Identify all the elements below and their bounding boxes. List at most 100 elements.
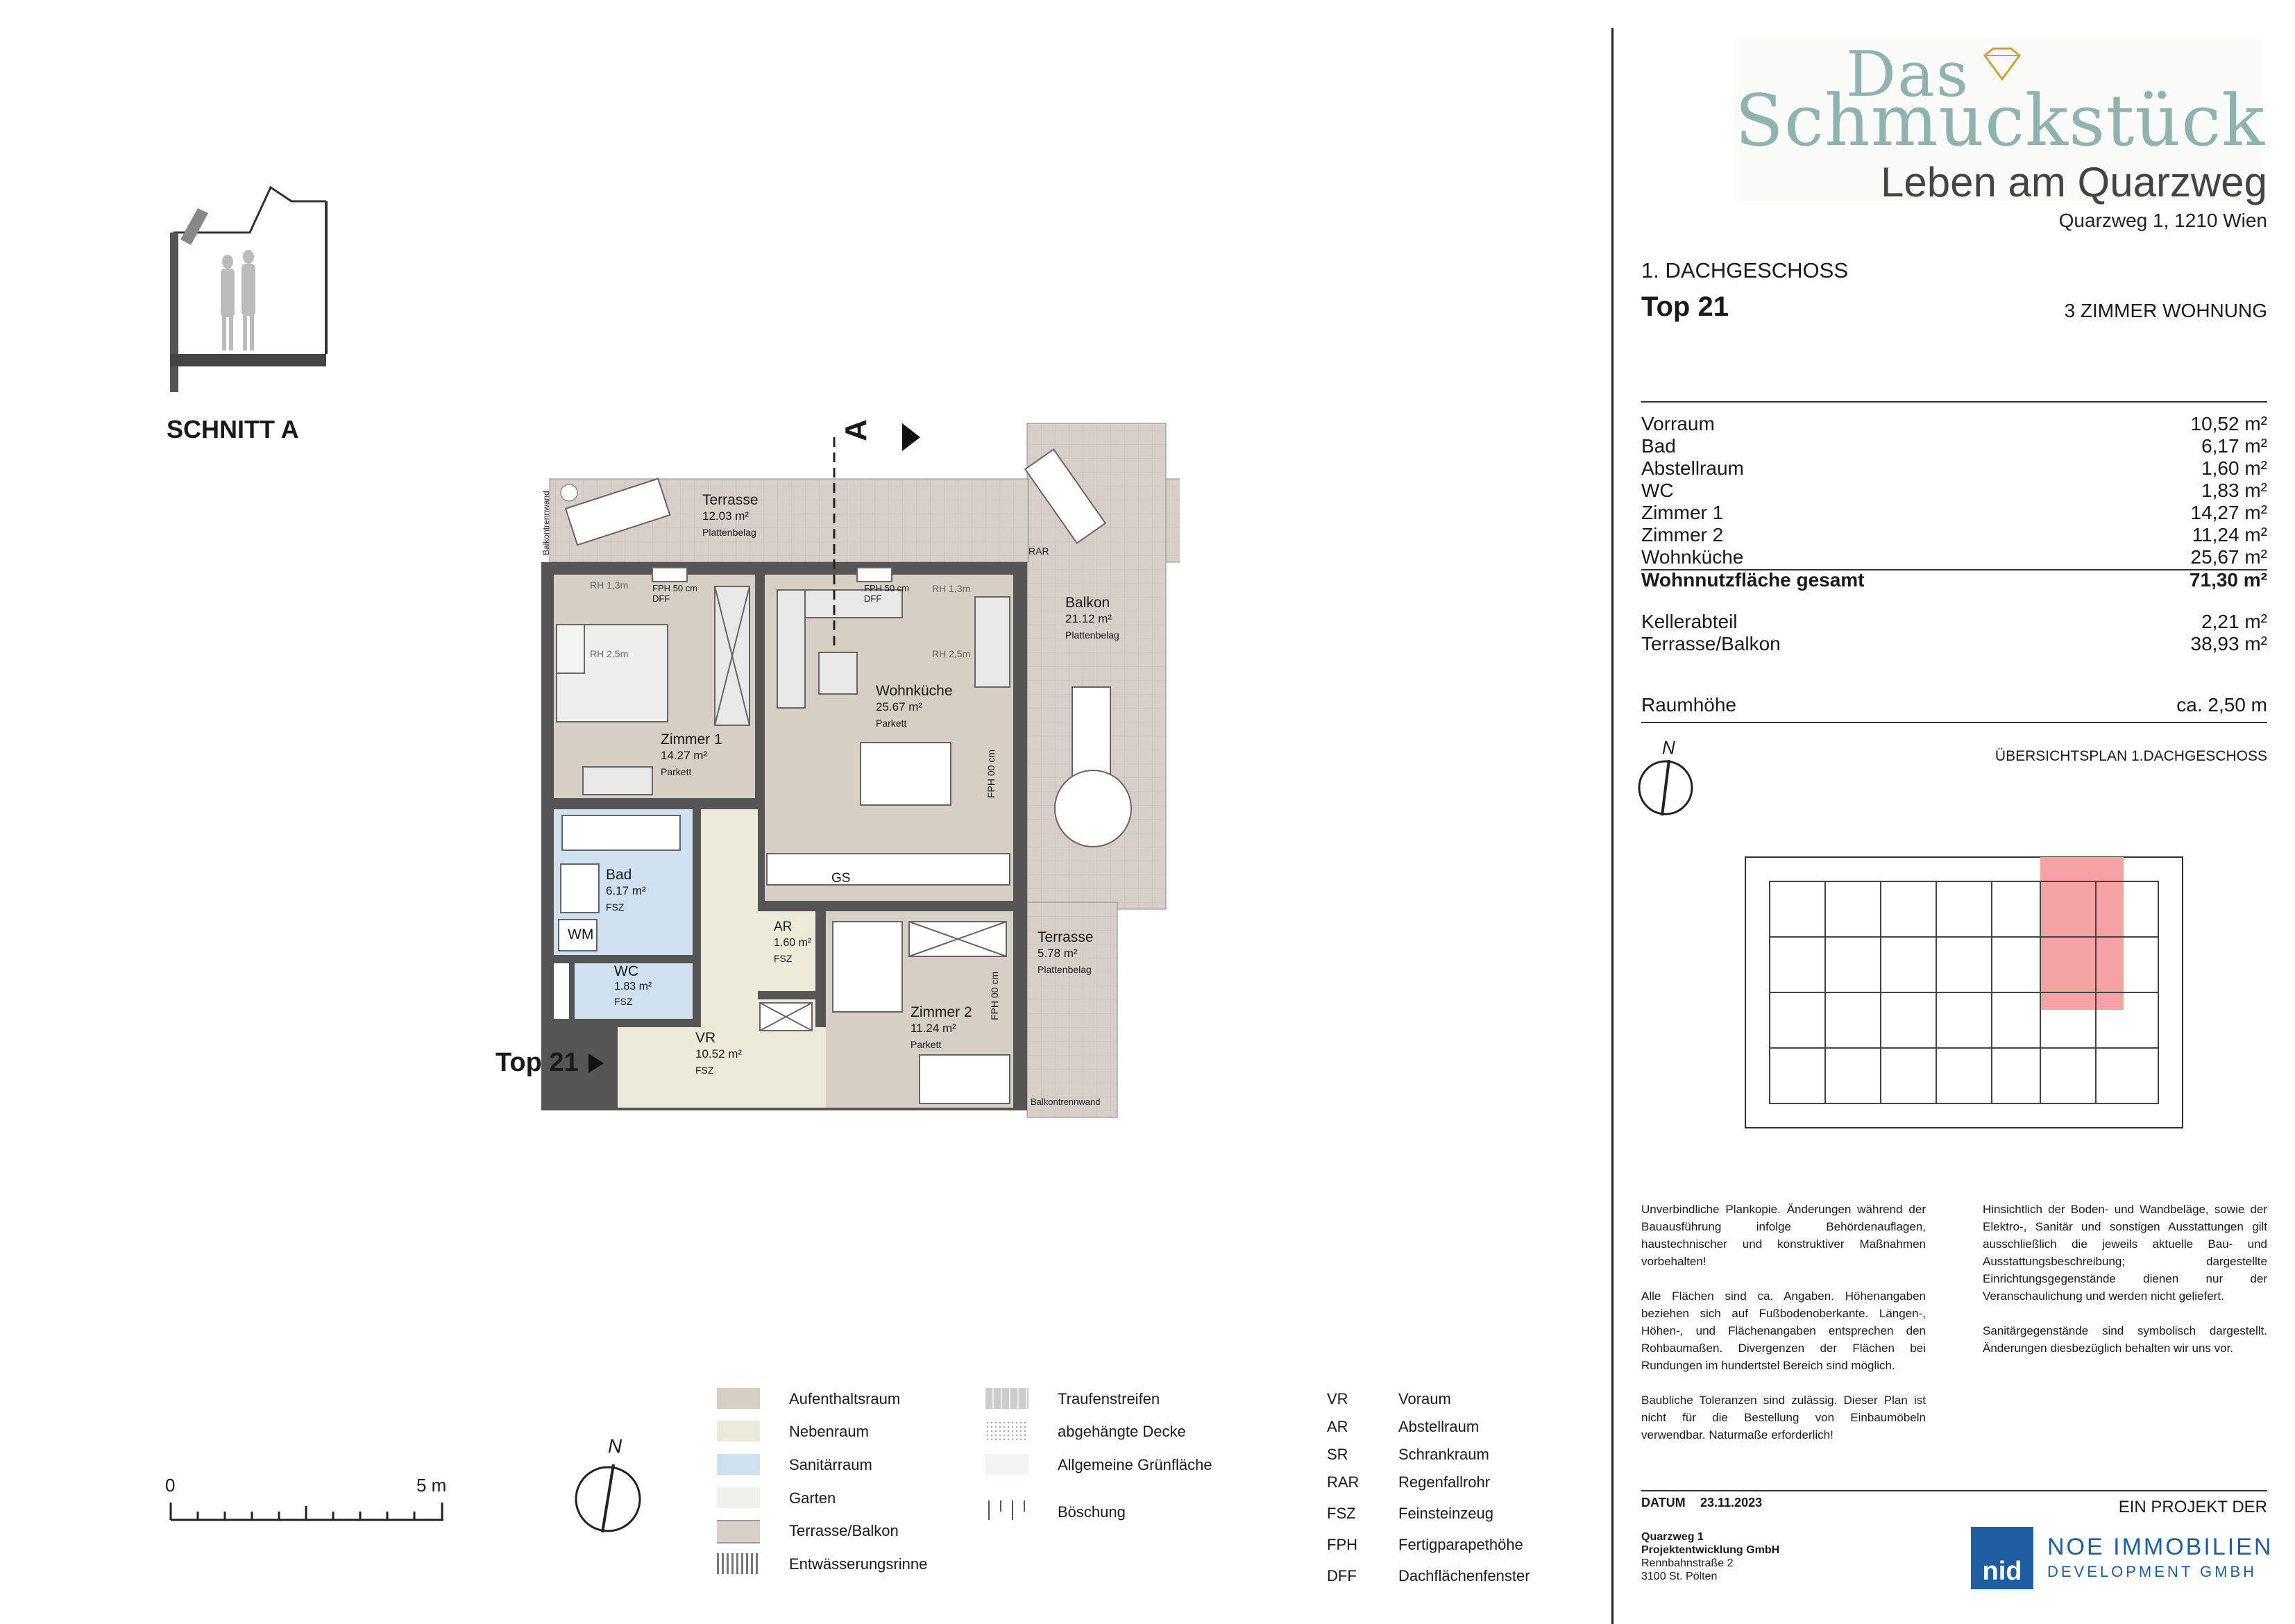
abbr-value: Abstellraum: [1398, 1418, 1480, 1435]
section-arrow-icon: [902, 423, 920, 451]
swatch-aufenthalt: [717, 1388, 760, 1409]
room-area: 11,24 m²: [2192, 524, 2267, 545]
entry-label: Top 21: [496, 1048, 579, 1077]
legend-item: Entwässerungsrinne: [789, 1555, 928, 1573]
floor-label: 1. DACHGESCHOSS: [1641, 258, 1849, 282]
legend-item: Sanitärraum: [789, 1456, 872, 1473]
disclaimer-left: Unverbindliche Plankopie. Änderungen wäh…: [1641, 1203, 1926, 1441]
abbr-key: SR: [1327, 1446, 1348, 1463]
extra-name: Terrasse/Balkon: [1641, 633, 1781, 654]
separator: [1641, 569, 2267, 570]
abbr-value: Voraum: [1398, 1390, 1451, 1407]
label-rh: RH 1,3m: [590, 580, 629, 591]
developer-name: NOE IMMOBILIEN: [2047, 1534, 2273, 1560]
swatch-rinne: [717, 1553, 760, 1574]
abbr-key: VR: [1327, 1390, 1348, 1407]
room-area: 1,60 m²: [2201, 457, 2267, 479]
label-balkontrennwand: Balkontrennwand: [541, 491, 551, 555]
company-info: Quarzweg 1 Projektentwicklung GmbH Rennb…: [1641, 1531, 1780, 1582]
swatch-decke: [985, 1421, 1028, 1441]
abbr-value: Dachflächenfenster: [1398, 1567, 1530, 1584]
date-label: DATUM: [1641, 1496, 1686, 1509]
separator: [1641, 722, 2267, 723]
scale-end: 5 m: [416, 1475, 447, 1496]
legend-item: Terrasse/Balkon: [789, 1522, 899, 1539]
abbr-key: DFF: [1327, 1567, 1357, 1584]
room-area: 25,67 m²: [2190, 546, 2268, 568]
room-area: 6,17 m²: [2201, 435, 2267, 457]
room-name: Abstellraum: [1641, 457, 1744, 479]
room-area: 10,52 m²: [2190, 413, 2268, 434]
separator: [1641, 1490, 2267, 1491]
label-rar: RAR: [1028, 545, 1049, 557]
extra-name: Kellerabteil: [1641, 611, 1738, 632]
abbr-key: RAR: [1327, 1473, 1360, 1491]
swatch-boeschung: [988, 1500, 1025, 1520]
room-name: Bad: [1641, 435, 1676, 457]
date-value: 23.11.2023: [1700, 1496, 1763, 1509]
legend-item: abgehängte Decke: [1058, 1423, 1186, 1440]
room-name: Wohnküche: [1641, 546, 1744, 568]
floor-plan: [541, 423, 1180, 1118]
label-dff: FPH 50 cm DFF: [652, 583, 698, 604]
total-label: Wohnnutzfläche gesamt: [1641, 569, 1865, 591]
legend-item: Aufenthaltsraum: [789, 1390, 901, 1407]
entry-arrow-icon: [588, 1054, 604, 1073]
room-area: 14,27 m²: [2190, 502, 2268, 523]
room-name: Zimmer 2: [1641, 524, 1724, 545]
label-dff: FPH 50 cm DFF: [864, 583, 910, 604]
abbr-value: Regenfallrohr: [1398, 1473, 1491, 1491]
disclaimer-right: Hinsichtlich der Boden- und Wandbeläge, …: [1983, 1203, 2267, 1355]
label-fph: FPH 00 cm: [985, 749, 997, 798]
abbr-value: Feinsteinzeug: [1398, 1505, 1493, 1522]
room-name: WC: [1641, 480, 1674, 501]
swatch-neben: [717, 1421, 760, 1441]
address: Quarzweg 1, 1210 Wien: [2058, 210, 2267, 231]
total-area: 71,30 m²: [2189, 569, 2267, 591]
project-label: EIN PROJEKT DER: [2118, 1498, 2267, 1516]
separator: [1641, 401, 2267, 403]
developer-sub: DEVELOPMENT GMBH: [2047, 1563, 2257, 1580]
room-ar: [756, 911, 815, 991]
height-label: Raumhöhe: [1641, 694, 1736, 716]
logo-subtitle: Leben am Quarzweg: [1881, 159, 2267, 205]
extra-area: 38,93 m²: [2190, 633, 2268, 654]
room-name: Zimmer 1: [1641, 502, 1724, 523]
overview-plan: [1745, 856, 2183, 1128]
extra-area: 2,21 m²: [2201, 611, 2267, 632]
abbr-key: FPH: [1327, 1536, 1357, 1553]
unit-type: 3 ZIMMER WOHNUNG: [2064, 300, 2267, 321]
room-wohnkueche: [765, 575, 1013, 901]
height-value: ca. 2,50 m: [2176, 694, 2267, 716]
swatch-gruen: [985, 1454, 1028, 1475]
room-name: Vorraum: [1641, 413, 1715, 434]
overview-title: ÜBERSICHTSPLAN 1.DACHGESCHOSS: [1995, 748, 2267, 764]
legend-item: Traufenstreifen: [1058, 1390, 1160, 1407]
label-balkontrennwand: Balkontrennwand: [1031, 1097, 1101, 1107]
label-rh: RH 2,5m: [932, 648, 971, 659]
legend-item: Nebenraum: [789, 1423, 869, 1440]
north-arrow-icon: [1638, 759, 1693, 816]
label-wm: WM: [568, 927, 594, 942]
abbr-value: Fertigparapethöhe: [1398, 1536, 1523, 1553]
swatch-traufe: [985, 1388, 1028, 1409]
nid-logo: nid: [1971, 1527, 2033, 1589]
north-arrow-icon: [575, 1464, 641, 1533]
room-area: 1,83 m²: [2201, 480, 2267, 501]
section-sketch: [170, 185, 328, 392]
legend-item: Allgemeine Grünfläche: [1058, 1456, 1212, 1473]
north-label: N: [608, 1435, 623, 1457]
legend-item: Böschung: [1058, 1503, 1126, 1521]
scale-start: 0: [165, 1475, 176, 1496]
logo-name: Schmuckstück: [1735, 80, 2266, 162]
swatch-garten: [717, 1487, 760, 1508]
